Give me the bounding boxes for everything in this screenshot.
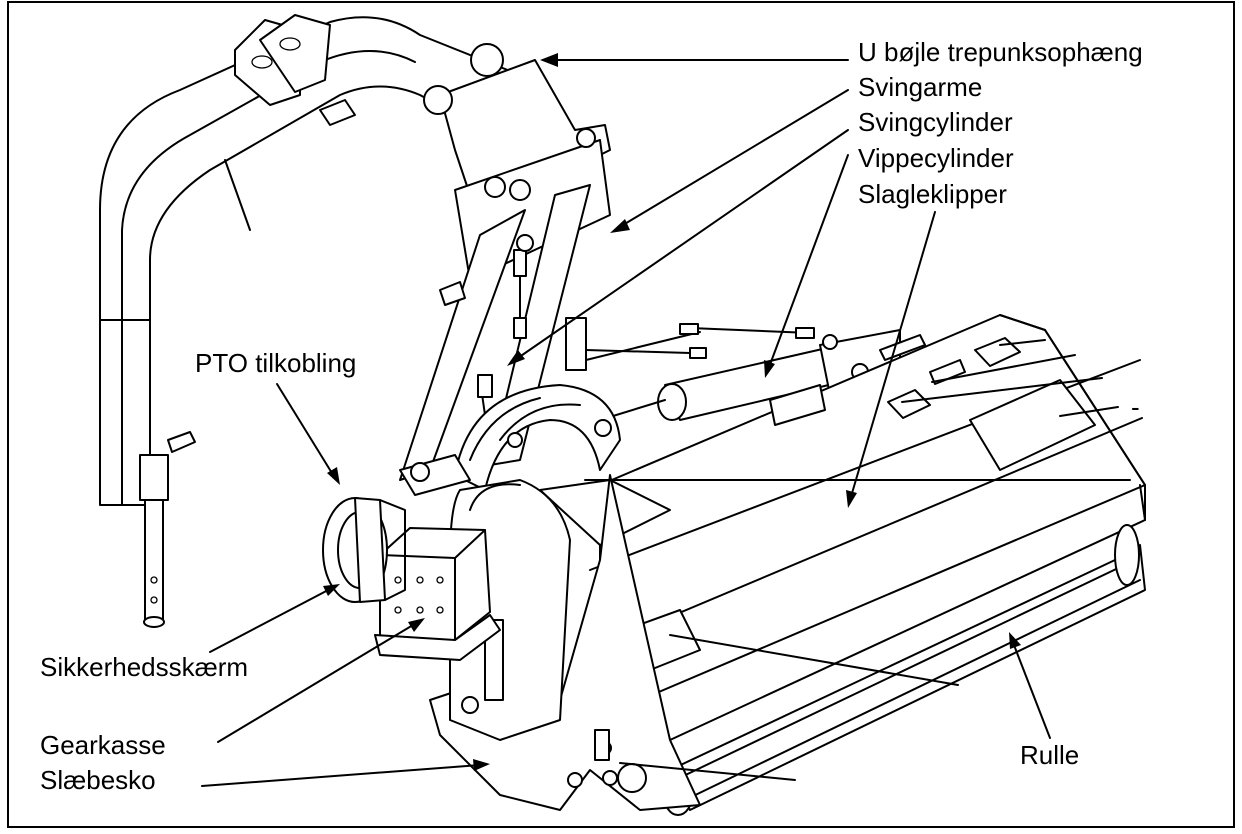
leader-lines xyxy=(201,53,1119,787)
diagram-frame xyxy=(7,1,1235,828)
label-svingarme: Svingarme xyxy=(858,72,983,102)
pivot-ring xyxy=(399,384,621,496)
pto-guard xyxy=(322,497,406,603)
label-vippecylinder: Vippecylinder xyxy=(858,143,1014,173)
label-slagleklipper: Slagleklipper xyxy=(858,179,1007,209)
u-frame-hitch xyxy=(99,14,561,628)
gearbox xyxy=(374,527,501,661)
label-pto: PTO tilkobling xyxy=(195,348,357,378)
label-u-boejle: U bøjle trepunksophæng xyxy=(858,37,1143,67)
label-dash: - xyxy=(1131,392,1140,422)
label-rulle: Rulle xyxy=(1020,740,1080,770)
label-gearkasse: Gearkasse xyxy=(40,730,166,760)
label-sikkerhedsskaerm: Sikkerhedsskærm xyxy=(40,652,249,682)
mower-housing xyxy=(539,314,1146,741)
label-svingcylinder: Svingcylinder xyxy=(858,107,1013,137)
label-slaebesko: Slæbesko xyxy=(40,765,156,795)
